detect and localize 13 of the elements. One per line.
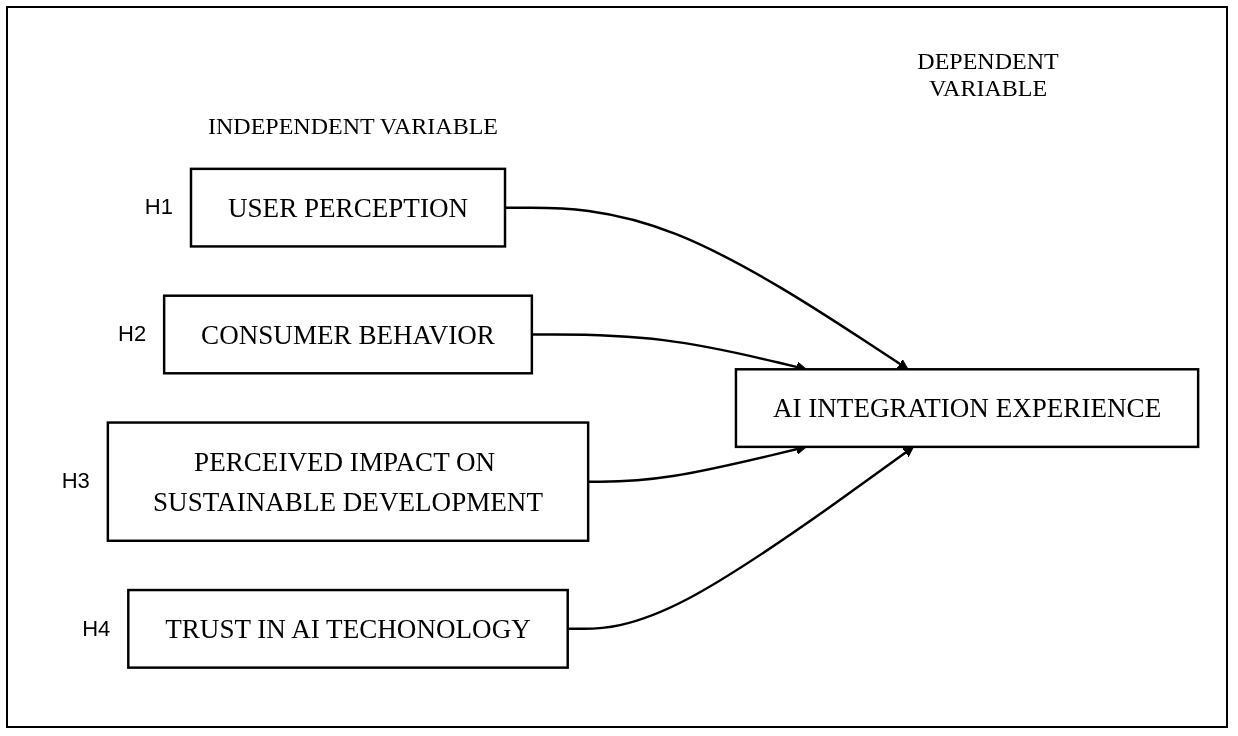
node-box <box>189 167 507 248</box>
node-box <box>162 294 534 375</box>
node-box <box>127 588 569 669</box>
hypothesis-label: H3 <box>61 468 90 495</box>
hypothesis-label: H1 <box>144 194 173 221</box>
heading-text: DEPENDENT VARIABLE <box>916 48 1060 102</box>
node-box <box>734 367 1200 448</box>
arrow <box>505 206 909 370</box>
arrow <box>567 446 914 630</box>
hypothesis-label: H4 <box>82 615 111 642</box>
hypothesis-label: H2 <box>118 321 147 348</box>
node-box <box>106 421 590 542</box>
heading-text: INDEPENDENT VARIABLE <box>208 113 498 140</box>
